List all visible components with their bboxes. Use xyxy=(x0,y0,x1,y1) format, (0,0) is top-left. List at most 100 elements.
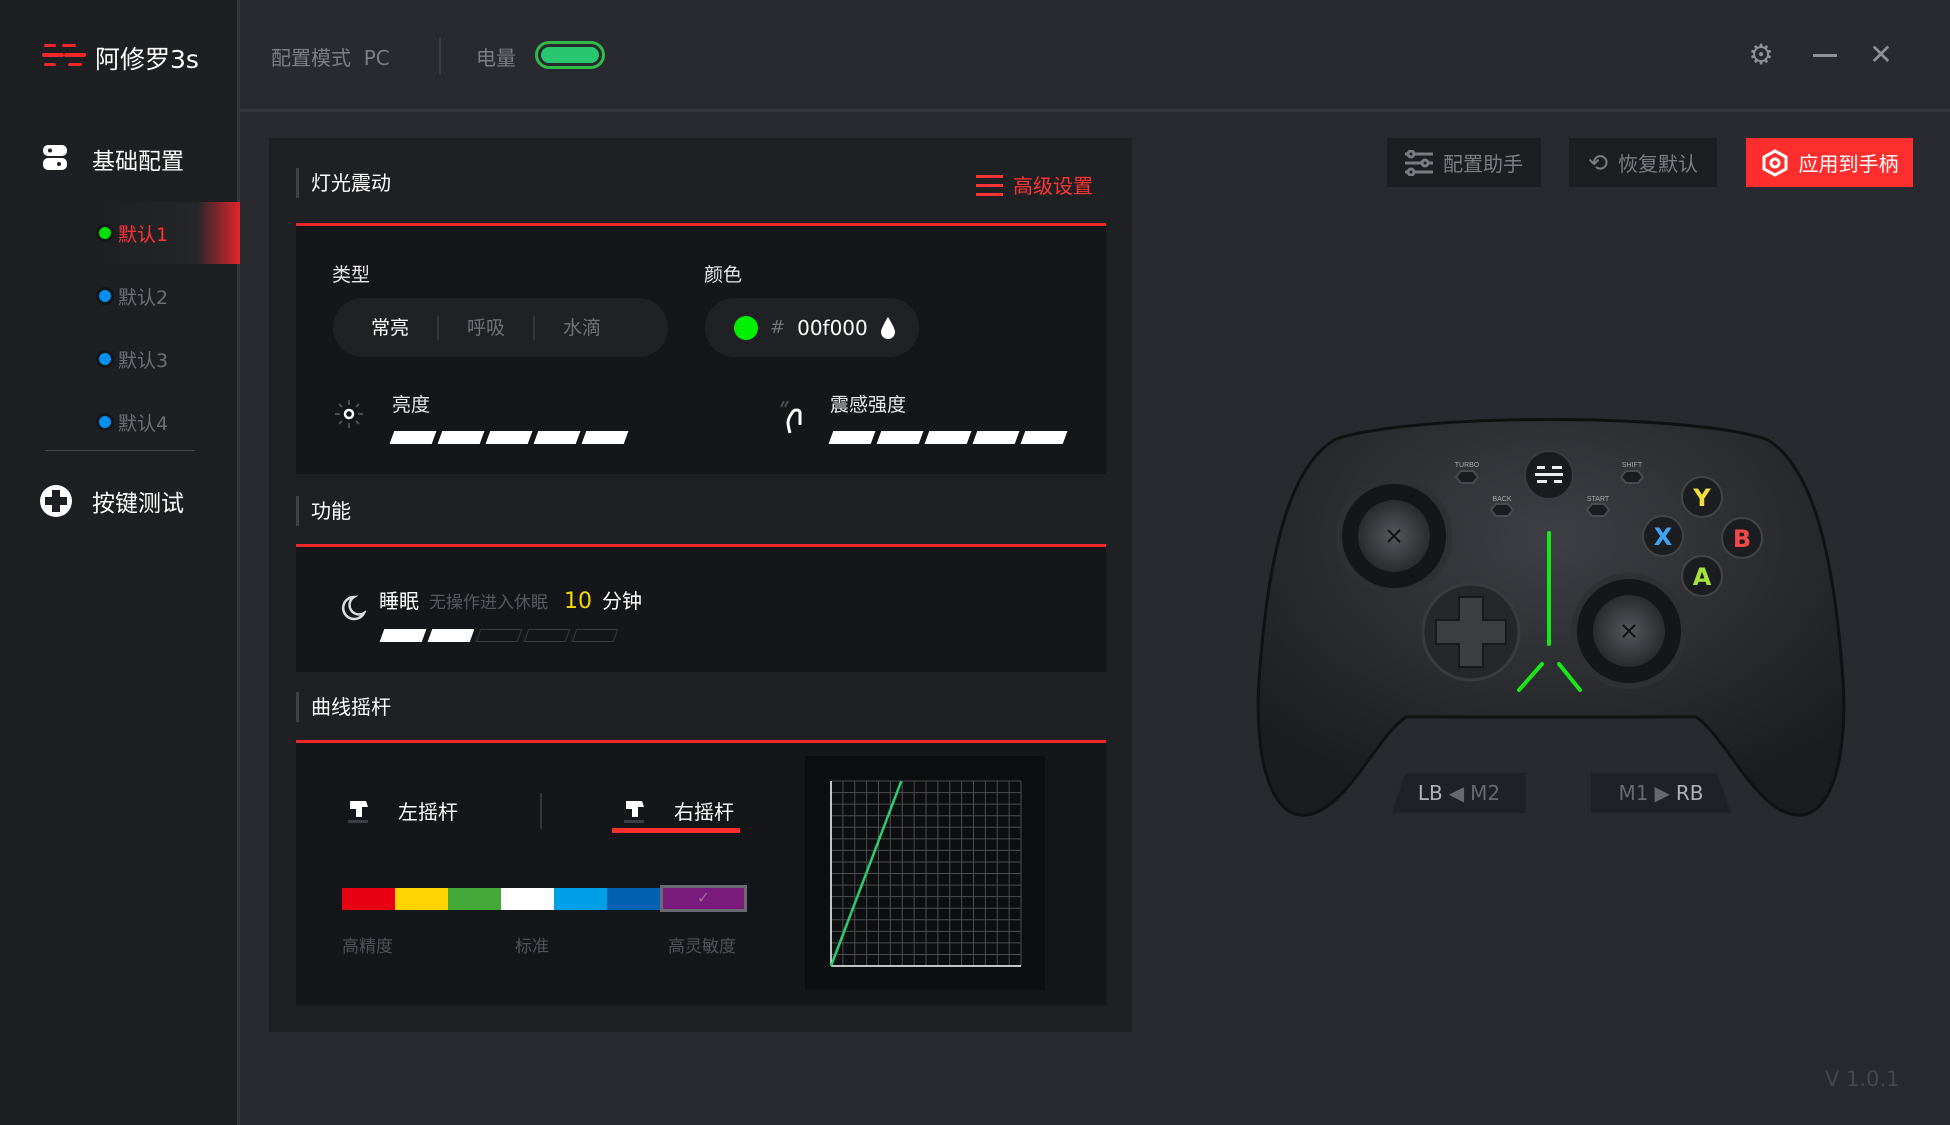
sidebar-basic-config[interactable]: 基础配置 xyxy=(92,149,184,175)
spectrum-segment[interactable] xyxy=(501,887,554,910)
shift-button xyxy=(1619,470,1645,484)
profile-label: 默认1 xyxy=(118,223,169,246)
profile-label: 默认3 xyxy=(118,349,169,372)
level-segment[interactable] xyxy=(379,629,427,642)
turbo-button xyxy=(1454,470,1480,484)
sensitivity-slider[interactable]: ✓ xyxy=(342,885,747,912)
label-standard: 标准 xyxy=(515,937,549,957)
header-divider xyxy=(240,109,1950,112)
tab-left-stick[interactable]: 左摇杆 xyxy=(346,796,458,825)
level-segment[interactable] xyxy=(427,629,475,642)
spectrum-segment[interactable] xyxy=(554,887,607,910)
right-stick-label: 右摇杆 xyxy=(674,800,734,824)
type-option[interactable]: 呼吸 xyxy=(437,315,533,340)
settings-gear-icon[interactable]: ⚙ xyxy=(1748,38,1774,71)
app-title: 阿修罗3s xyxy=(95,45,199,74)
level-segment[interactable] xyxy=(581,431,629,444)
brightness-slider[interactable] xyxy=(389,431,629,444)
joystick-icon xyxy=(624,800,644,823)
x-button: X xyxy=(1654,523,1673,551)
sidebar-profile-item[interactable]: 默认4 xyxy=(96,391,240,453)
lb-label: LB xyxy=(1417,781,1443,805)
left-stick-label: 左摇杆 xyxy=(398,800,458,824)
curve-section-title: 曲线摇杆 xyxy=(296,692,391,722)
a-button: A xyxy=(1693,563,1712,591)
advanced-settings-label: 高级设置 xyxy=(1013,174,1093,198)
label-sensitive: 高灵敏度 xyxy=(668,937,736,957)
sidebar-profile-item[interactable]: 默认3 xyxy=(96,328,240,390)
function-section-title: 功能 xyxy=(296,496,351,526)
back-text: BACK xyxy=(1492,496,1511,503)
level-segment[interactable] xyxy=(389,431,437,444)
mode-value: PC xyxy=(363,46,390,70)
back-button xyxy=(1489,503,1515,517)
right-stick xyxy=(1571,573,1687,689)
level-segment[interactable] xyxy=(924,431,972,444)
spectrum-segment[interactable] xyxy=(607,887,660,910)
joystick-icon xyxy=(348,800,368,823)
vibration-icon xyxy=(776,399,806,439)
refresh-icon: ⟲ xyxy=(1587,148,1609,177)
level-segment[interactable] xyxy=(475,629,523,642)
spectrum-segment[interactable] xyxy=(448,887,501,910)
home-button xyxy=(1524,450,1574,500)
advanced-settings-link[interactable]: 高级设置 xyxy=(976,170,1093,199)
restore-default-button[interactable]: ⟲ 恢复默认 xyxy=(1569,138,1717,187)
section-divider xyxy=(296,740,1106,743)
sleep-setting: 睡眠 无操作进入休眠 10 分钟 xyxy=(379,585,642,614)
curve-chart-panel xyxy=(805,756,1045,990)
level-segment[interactable] xyxy=(972,431,1020,444)
lb-m2-mapping[interactable]: LB◀M2 xyxy=(1392,773,1526,813)
droplet-icon[interactable] xyxy=(880,316,896,340)
b-button: B xyxy=(1733,525,1751,553)
level-segment[interactable] xyxy=(523,629,571,642)
moon-icon xyxy=(340,595,368,625)
close-icon[interactable]: ✕ xyxy=(1869,38,1893,71)
level-segment[interactable] xyxy=(533,431,581,444)
sleep-description: 无操作进入休眠 xyxy=(429,593,548,613)
minimize-icon[interactable] xyxy=(1813,54,1837,57)
status-dot xyxy=(96,287,114,305)
section-divider xyxy=(296,544,1106,547)
color-swatch[interactable] xyxy=(734,315,758,340)
sliders-icon xyxy=(1405,149,1433,176)
vibration-label: 震感强度 xyxy=(830,394,907,416)
left-stick xyxy=(1336,478,1452,594)
response-curve xyxy=(829,780,903,967)
level-segment[interactable] xyxy=(485,431,533,444)
label-precision: 高精度 xyxy=(342,937,393,957)
level-segment[interactable] xyxy=(876,431,924,444)
sidebar-profile-item[interactable]: 默认1 xyxy=(96,202,240,264)
profile-label: 默认4 xyxy=(118,412,169,435)
color-hex-value[interactable]: 00f000 xyxy=(797,315,868,340)
color-picker[interactable]: # 00f000 xyxy=(705,298,919,357)
battery-label: 电量 xyxy=(476,46,516,70)
apply-to-controller-button[interactable]: 应用到手柄 xyxy=(1746,138,1913,187)
level-segment[interactable] xyxy=(1020,431,1068,444)
config-mode-label: 配置模式 PC xyxy=(271,42,390,71)
color-label: 颜色 xyxy=(704,264,743,286)
level-segment[interactable] xyxy=(571,629,619,642)
vibration-slider[interactable] xyxy=(828,431,1068,444)
m2-label: M2 xyxy=(1470,781,1501,805)
type-option[interactable]: 常亮 xyxy=(371,316,410,339)
selected-sensitivity-check[interactable]: ✓ xyxy=(660,885,747,912)
brightness-icon xyxy=(334,399,364,433)
sleep-unit: 分钟 xyxy=(602,589,642,613)
sidebar-profile-item[interactable]: 默认2 xyxy=(96,265,240,327)
app-logo xyxy=(42,44,86,70)
brightness-label: 亮度 xyxy=(392,394,431,416)
sleep-slider[interactable] xyxy=(379,629,619,642)
battery-indicator xyxy=(535,41,605,69)
config-assistant-button[interactable]: 配置助手 xyxy=(1387,138,1541,187)
dpad-icon xyxy=(38,483,74,519)
tab-right-stick[interactable]: 右摇杆 xyxy=(622,796,734,825)
level-segment[interactable] xyxy=(828,431,876,444)
shift-text: SHIFT xyxy=(1622,462,1643,469)
sidebar-key-test[interactable]: 按键测试 xyxy=(92,491,184,517)
level-segment[interactable] xyxy=(437,431,485,444)
spectrum-segment[interactable] xyxy=(342,887,395,910)
m1-rb-mapping[interactable]: M1▶RB xyxy=(1591,773,1731,813)
spectrum-segment[interactable] xyxy=(395,887,448,910)
type-option[interactable]: 水滴 xyxy=(533,315,629,340)
